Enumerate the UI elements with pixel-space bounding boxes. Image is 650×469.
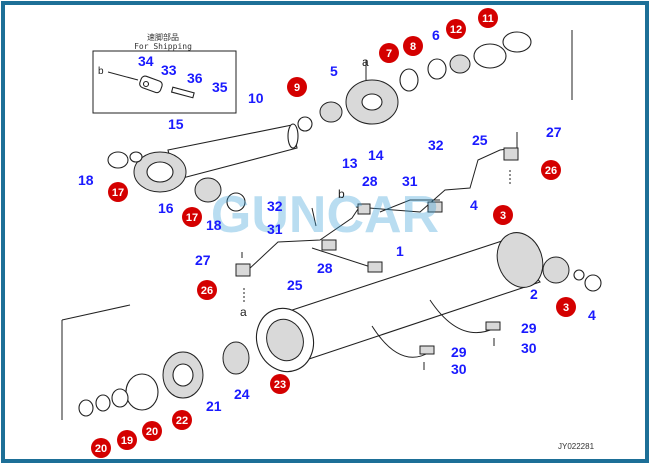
- label-5: 5: [330, 63, 338, 79]
- badge-17b: 17: [182, 207, 202, 227]
- badge-17a: 17: [108, 182, 128, 202]
- svg-text:11: 11: [482, 13, 494, 25]
- label-30b: 30: [451, 361, 467, 377]
- label-24: 24: [234, 386, 250, 402]
- bushing-rod-end: [107, 151, 246, 212]
- svg-text:3: 3: [563, 302, 569, 314]
- badge-9: 9: [287, 77, 307, 97]
- svg-text:23: 23: [274, 379, 286, 391]
- red-badges: 3 3 7 8 9 11 12 17 17 19 20 20 22 23 26 …: [91, 8, 576, 458]
- svg-text:22: 22: [176, 415, 188, 427]
- label-6: 6: [432, 27, 440, 43]
- badge-22: 22: [172, 410, 192, 430]
- label-27b: 27: [195, 252, 211, 268]
- label-18b: 18: [206, 217, 222, 233]
- piston-assembly: [78, 341, 250, 417]
- label-16: 16: [158, 200, 174, 216]
- label-28a: 28: [362, 173, 378, 189]
- svg-text:9: 9: [294, 82, 300, 94]
- label-25b: 25: [287, 277, 303, 293]
- label-13: 13: [342, 155, 358, 171]
- label-27a: 27: [546, 124, 562, 140]
- label-21: 21: [206, 398, 222, 414]
- label-30a: 30: [521, 340, 537, 356]
- drawing-code: JY022281: [558, 442, 595, 451]
- badge-12: 12: [446, 19, 466, 39]
- label-33: 33: [161, 62, 177, 78]
- cylinder-tube: [255, 232, 544, 373]
- inset-title-cn: 速脚部品: [147, 32, 179, 42]
- letter-b-1: b: [338, 187, 345, 201]
- badge-26b: 26: [197, 280, 217, 300]
- label-32b: 32: [267, 198, 283, 214]
- badge-3a: 3: [493, 205, 513, 225]
- svg-text:8: 8: [410, 41, 416, 53]
- badge-3b: 3: [556, 297, 576, 317]
- badge-7: 7: [379, 43, 399, 63]
- svg-text:7: 7: [386, 48, 392, 60]
- reference-line-2: [61, 304, 131, 321]
- svg-text:20: 20: [95, 443, 107, 455]
- label-35: 35: [212, 79, 228, 95]
- badge-26a: 26: [541, 160, 561, 180]
- label-4b: 4: [588, 307, 596, 323]
- badge-11: 11: [478, 8, 498, 28]
- label-32a: 32: [428, 137, 444, 153]
- svg-text:12: 12: [450, 24, 462, 36]
- svg-text:17: 17: [186, 212, 198, 224]
- label-25a: 25: [472, 132, 488, 148]
- inset-title-en: For Shipping: [134, 42, 192, 51]
- inset-letter-b: b: [98, 66, 104, 77]
- svg-text:20: 20: [146, 426, 158, 438]
- letter-a-bottom: a: [240, 305, 247, 319]
- svg-text:26: 26: [201, 285, 213, 297]
- badge-8: 8: [403, 36, 423, 56]
- shipping-inset: 速脚部品 For Shipping b: [92, 32, 237, 114]
- label-29a: 29: [521, 320, 537, 336]
- seal-rings-top: [297, 31, 532, 132]
- badge-23: 23: [270, 374, 290, 394]
- bushing-bottom-end: [542, 256, 602, 292]
- label-2: 2: [530, 286, 538, 302]
- label-31b: 31: [267, 221, 283, 237]
- label-29b: 29: [451, 344, 467, 360]
- label-34: 34: [138, 53, 154, 69]
- cylinder-head: [345, 79, 399, 125]
- label-18a: 18: [78, 172, 94, 188]
- label-15: 15: [168, 116, 184, 132]
- hydraulic-pipes: [235, 147, 519, 277]
- svg-text:3: 3: [500, 210, 506, 222]
- label-14: 14: [368, 147, 384, 163]
- badge-19: 19: [117, 430, 137, 450]
- label-10: 10: [248, 90, 264, 106]
- badge-20a: 20: [142, 421, 162, 441]
- pipe-clamps: [371, 299, 501, 358]
- cylinder-rod: [133, 123, 299, 193]
- label-28b: 28: [317, 260, 333, 276]
- letter-a-top: a: [362, 55, 369, 69]
- label-4a: 4: [470, 197, 478, 213]
- bolts: [241, 60, 518, 370]
- label-36: 36: [187, 70, 203, 86]
- svg-text:17: 17: [112, 187, 124, 199]
- label-31a: 31: [402, 173, 418, 189]
- badge-20b: 20: [91, 438, 111, 458]
- svg-text:26: 26: [545, 165, 557, 177]
- watermark-text: GUNCAR: [211, 186, 439, 244]
- svg-text:19: 19: [121, 435, 133, 447]
- label-1: 1: [396, 243, 404, 259]
